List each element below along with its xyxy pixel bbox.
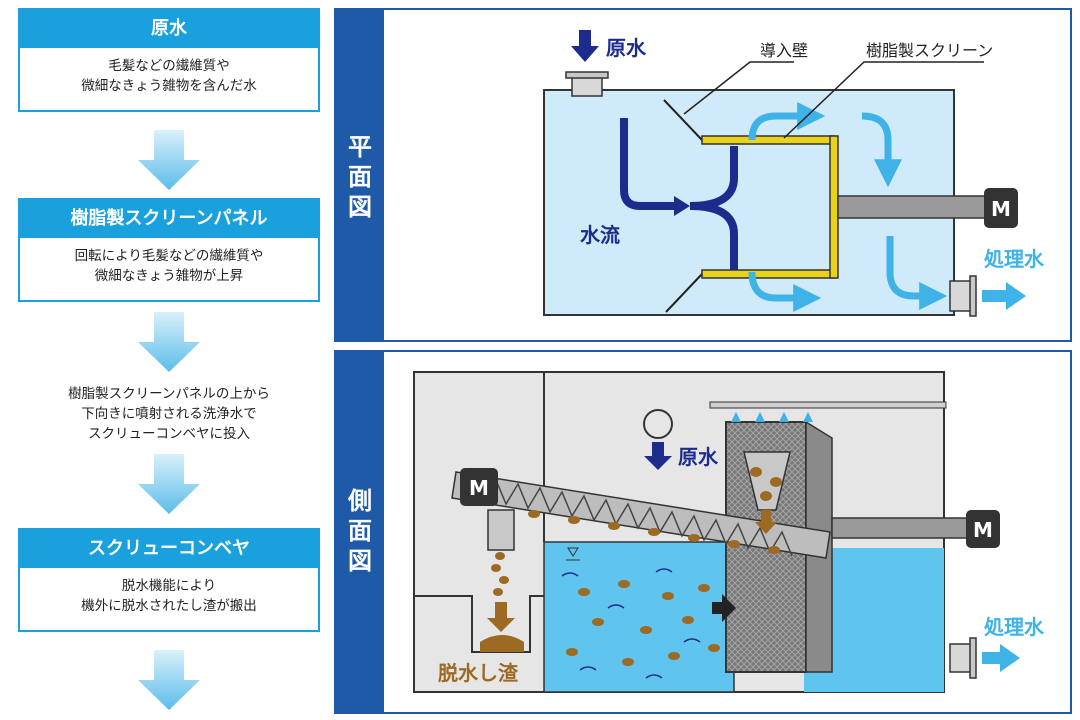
side-residue-pile — [480, 635, 524, 652]
plan-motor — [984, 188, 1018, 228]
flow-down-arrow-3 — [138, 454, 200, 514]
plan-outlet-pipe — [949, 280, 973, 312]
plan-screen-callout — [783, 61, 984, 139]
side-raw-water-label: 原水 — [678, 445, 719, 469]
side-motor-left — [460, 468, 498, 506]
plan-water-flow-arrow — [620, 118, 674, 210]
plan-view-diagram: 原水 M 水流 処理水 導入壁 樹脂製スクリーン — [543, 30, 1045, 317]
side-shaft — [831, 517, 969, 539]
plan-view-label-bar: 平 面 図 — [336, 10, 384, 340]
plan-shaft — [837, 195, 991, 219]
side-screw-conveyor — [451, 471, 831, 559]
side-motor-left-label: M — [469, 476, 489, 500]
flow-step-title: スクリューコンベヤ — [20, 530, 318, 568]
plan-view-label: 平 面 図 — [348, 133, 372, 221]
plan-inlet-pipe — [571, 75, 603, 97]
plan-treated-water-label: 処理水 — [984, 247, 1045, 271]
plan-resin-screen-label: 樹脂製スクリーン — [866, 41, 993, 60]
side-dewatered-residue-label: 脱水し渣 — [438, 661, 519, 685]
plan-guide-wall-bottom — [665, 273, 703, 313]
flow-down-arrow-4 — [138, 650, 200, 710]
plan-guide-wall-callout — [683, 61, 794, 115]
plan-guide-wall-label: 導入壁 — [760, 41, 808, 60]
flow-step-title: 樹脂製スクリーンパネル — [20, 200, 318, 238]
flow-step-title: 原水 — [20, 10, 318, 48]
flow-step-screw-conveyor: スクリューコンベヤ 脱水機能により 機外に脱水されたし渣が搬出 — [18, 528, 320, 632]
plan-outflow-lower — [886, 236, 948, 310]
side-outlet-pipe — [949, 643, 973, 673]
plan-motor-label: M — [991, 197, 1011, 221]
side-motor-right — [966, 510, 1000, 548]
flow-step-desc: 毛髪などの繊維質や 微細なきょう雑物を含んだ水 — [81, 58, 257, 94]
side-motor-right-label: M — [973, 518, 993, 542]
flow-step-desc: 回転により毛髪などの繊維質や 微細なきょう雑物が上昇 — [74, 248, 264, 284]
flow-step-desc: 脱水機能により 機外に脱水されたし渣が搬出 — [81, 578, 257, 614]
flow-step-resin-screen: 樹脂製スクリーンパネル 回転により毛髪などの繊維質や 微細なきょう雑物が上昇 — [18, 198, 320, 302]
plan-resin-screen — [701, 135, 835, 145]
side-view-label: 側 面 図 — [348, 487, 372, 575]
plan-screen-flow-upper — [748, 102, 826, 141]
side-raw-water-arrow — [644, 442, 672, 470]
side-discharge-chute — [487, 509, 515, 551]
plan-guide-wall-top — [663, 99, 703, 141]
side-view-panel: 側 面 図 M 処理水 — [334, 350, 1072, 714]
flow-down-arrow-1 — [138, 130, 200, 190]
side-residue-arrow — [487, 602, 515, 632]
plan-raw-water-arrow — [571, 30, 599, 62]
side-left-water — [543, 541, 735, 693]
side-spray-bar — [709, 401, 947, 409]
side-raw-water-symbol — [643, 409, 673, 439]
flow-down-arrow-2 — [138, 312, 200, 372]
plan-water-flow-label: 水流 — [580, 223, 620, 247]
plan-view-panel: 平 面 図 原水 M 水流 — [334, 8, 1072, 342]
side-treated-water-arrow — [982, 644, 1020, 672]
plan-treated-water-arrow — [982, 282, 1026, 310]
side-view-diagram: M 処理水 脱水し渣 M — [413, 371, 1045, 693]
side-treated-water-label: 処理水 — [984, 615, 1045, 639]
plan-screen-flow-lower — [748, 271, 822, 312]
side-flow-arrow — [712, 594, 736, 622]
side-view-label-bar: 側 面 図 — [336, 352, 384, 712]
plan-raw-water-label: 原水 — [606, 36, 647, 60]
plan-outflow-upper — [861, 112, 902, 188]
side-hopper — [743, 451, 791, 511]
flow-step-wash-description: 樹脂製スクリーンパネルの上から 下向きに噴射される洗浄水で スクリューコンベヤに… — [68, 386, 270, 442]
plan-flow-split — [689, 146, 738, 270]
flow-step-raw-water: 原水 毛髪などの繊維質や 微細なきょう雑物を含んだ水 — [18, 8, 320, 112]
